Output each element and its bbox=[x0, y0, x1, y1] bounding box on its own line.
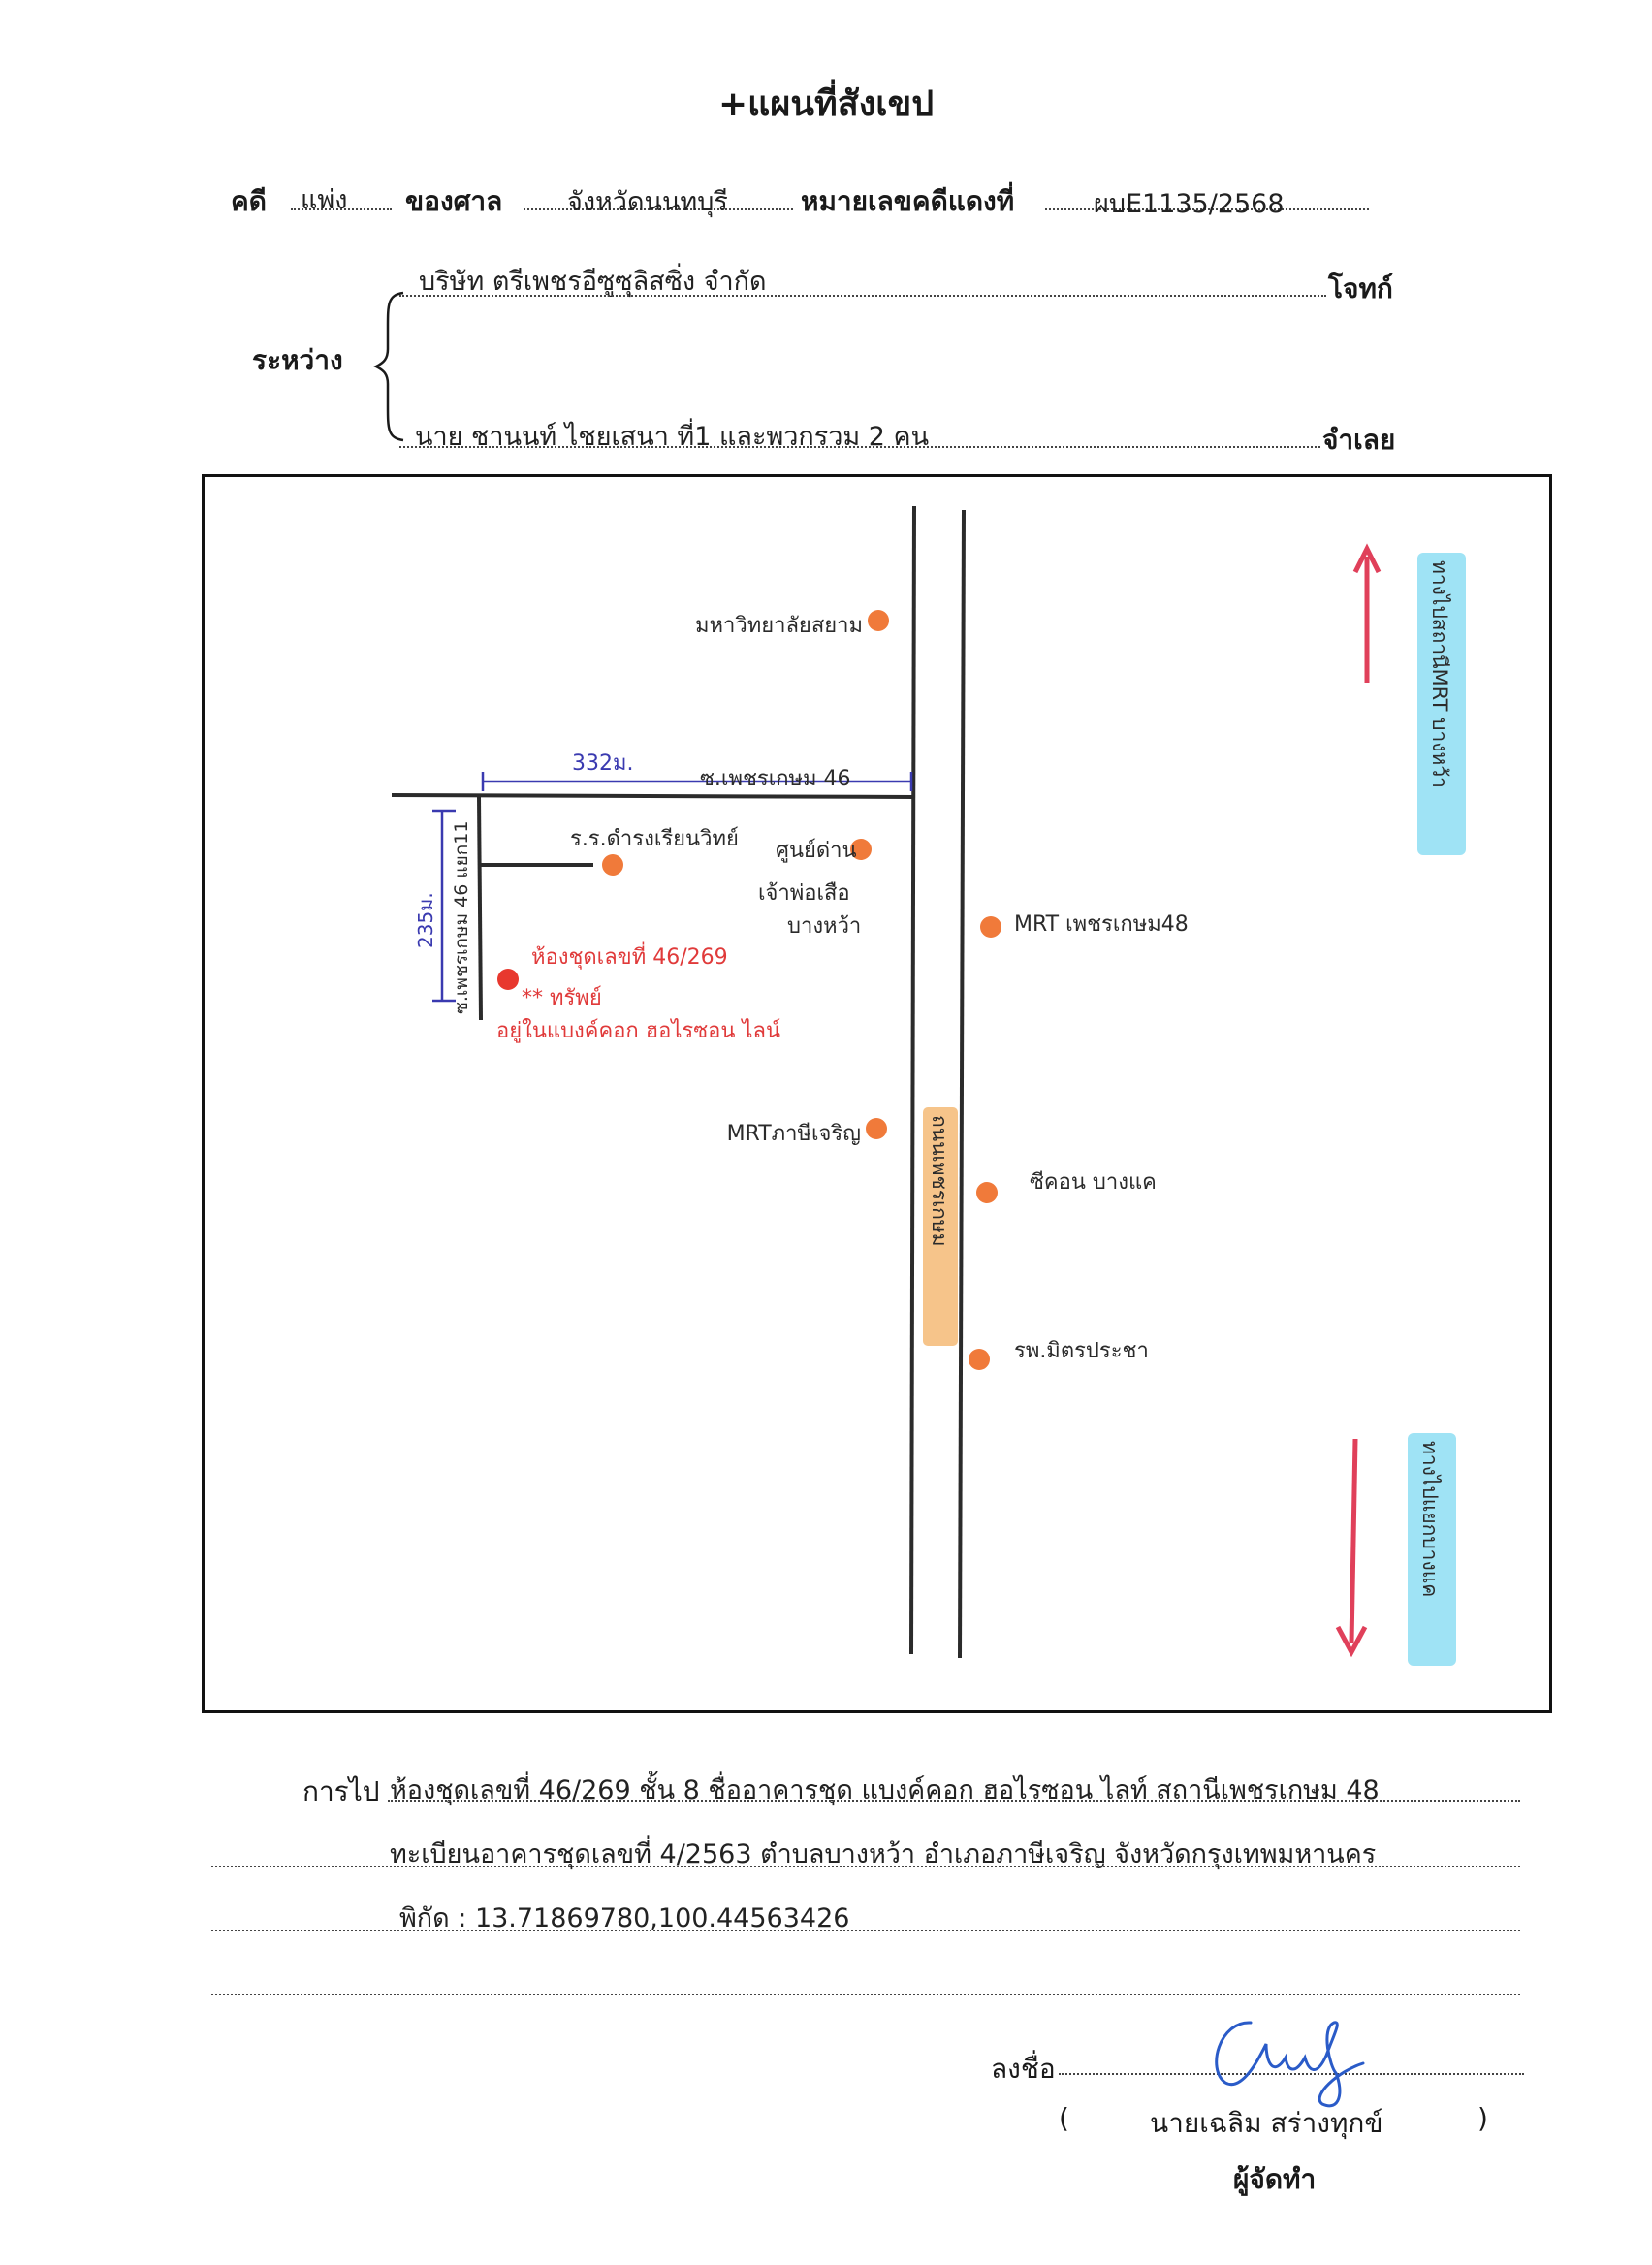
dot-school bbox=[602, 854, 623, 876]
label-target-2: ** ทรัพย์ bbox=[522, 986, 602, 1010]
label-dist-v: 235ม. bbox=[414, 892, 437, 948]
curly-brace bbox=[373, 291, 404, 442]
label-dist-h: 332ม. bbox=[572, 751, 634, 776]
case-type-label: คดี bbox=[231, 185, 267, 217]
signer-name: นายเฉลิม สร่างทุกข์ bbox=[1150, 2107, 1383, 2139]
label-seacon: ซีคอน บางแค bbox=[1030, 1170, 1157, 1195]
label-shrine-3: บางหว้า bbox=[787, 914, 861, 939]
label-dir-up: ทางไปสถานีMRT บางหว้า bbox=[1428, 560, 1451, 788]
directions-line-1: ห้องชุดเลขที่ 46/269 ชั้น 8 ชื่ออาคารชุด… bbox=[390, 1775, 1380, 1805]
arrow-down-head bbox=[1335, 1625, 1368, 1658]
dot-siam-univ bbox=[868, 610, 889, 631]
label-mrt-phasi: MRTภาษีเจริญ bbox=[727, 1122, 861, 1146]
label-dir-down: ทางไปแยกบางแค bbox=[1418, 1441, 1442, 1597]
label-shrine-2: เจ้าพ่อเสือ bbox=[758, 881, 850, 906]
map-frame bbox=[202, 474, 1552, 1713]
dot-seacon bbox=[976, 1182, 998, 1203]
dot-hospital bbox=[969, 1349, 990, 1370]
directions-line-2: ทะเบียนอาคารชุดเลขที่ 4/2563 ตำบลบางหว้า… bbox=[390, 1839, 1377, 1869]
signer-role: ผู้จัดทำ bbox=[1233, 2163, 1317, 2195]
defendant-role: จำเลย bbox=[1322, 424, 1396, 456]
soi-46-road bbox=[391, 793, 914, 799]
plaintiff-name: บริษัท ตรีเพชรอีซูซุลิสซิ่ง จำกัด bbox=[419, 267, 767, 297]
label-mrt-48: MRT เพชรเกษม48 bbox=[1014, 912, 1189, 937]
label-target-1: ห้องชุดเลขที่ 46/269 bbox=[531, 941, 728, 970]
open-paren: ( bbox=[1059, 2102, 1069, 2134]
directions-line-3: พิกัด : 13.71869780,100.44563426 bbox=[399, 1903, 850, 1933]
defendant-dots bbox=[399, 446, 1320, 448]
directions-dots-3 bbox=[211, 1930, 1520, 1931]
page-title: +แผนที่สังเขป bbox=[717, 84, 935, 124]
red-case-no-dots bbox=[1045, 208, 1369, 210]
label-soi-46: ซ.เพชรเกษม 46 bbox=[700, 767, 851, 791]
plaintiff-role: โจทก์ bbox=[1328, 272, 1393, 304]
directions-label: การไป bbox=[302, 1775, 380, 1807]
label-siam-univ: มหาวิทยาลัยสยาม bbox=[695, 614, 863, 638]
label-target-3: อยู่ในแบงค์คอก ฮอไรซอน ไลน์ bbox=[496, 1018, 780, 1043]
label-shrine-1: ศูนย์ด่าน bbox=[776, 839, 857, 863]
directions-dots-1 bbox=[388, 1800, 1520, 1802]
label-soi-branch: ซ.เพชรเกษม 46 แยก11 bbox=[451, 821, 472, 1014]
highlight-road-main bbox=[923, 1107, 958, 1346]
between-label: ระหว่าง bbox=[252, 344, 343, 376]
arrow-up-head bbox=[1352, 543, 1382, 574]
arrow-down-shaft bbox=[1349, 1438, 1358, 1643]
main-road-left-edge bbox=[909, 505, 916, 1655]
case-type-value: แพ่ง bbox=[301, 185, 348, 215]
plaintiff-dots bbox=[399, 295, 1326, 297]
court-dots bbox=[524, 208, 793, 210]
red-case-no-label: หมายเลขคดีแดงที่ bbox=[801, 185, 1015, 217]
directions-dots-2 bbox=[211, 1866, 1520, 1867]
label-hospital: รพ.มิตรประชา bbox=[1014, 1339, 1149, 1363]
red-case-no-value: ผบE1135/2568 bbox=[1094, 189, 1285, 219]
signature-scribble bbox=[1215, 2021, 1365, 2108]
case-type-dots bbox=[291, 208, 392, 210]
sign-dots bbox=[1059, 2073, 1524, 2075]
label-road-main: ถนนเพชรเกษม bbox=[928, 1115, 951, 1247]
court-label: ของศาล bbox=[405, 185, 503, 217]
dot-mrt-phasi bbox=[866, 1118, 887, 1139]
dot-target-condo bbox=[497, 969, 519, 990]
soi-branch-road bbox=[477, 796, 483, 1021]
dot-mrt-48 bbox=[980, 916, 1001, 938]
dot-shrine bbox=[850, 839, 872, 860]
highlight-dir-down bbox=[1408, 1433, 1456, 1666]
court-value: จังหวัดนนทบุรี bbox=[567, 187, 728, 217]
directions-dots-4 bbox=[211, 1994, 1520, 1995]
label-school: ร.ร.ดำรงเรียนวิทย์ bbox=[570, 827, 739, 851]
close-paren: ) bbox=[1477, 2102, 1488, 2134]
sign-label: ลงชื่อ bbox=[991, 2053, 1056, 2085]
highlight-dir-up bbox=[1417, 553, 1466, 855]
main-road-right-edge bbox=[958, 509, 966, 1659]
